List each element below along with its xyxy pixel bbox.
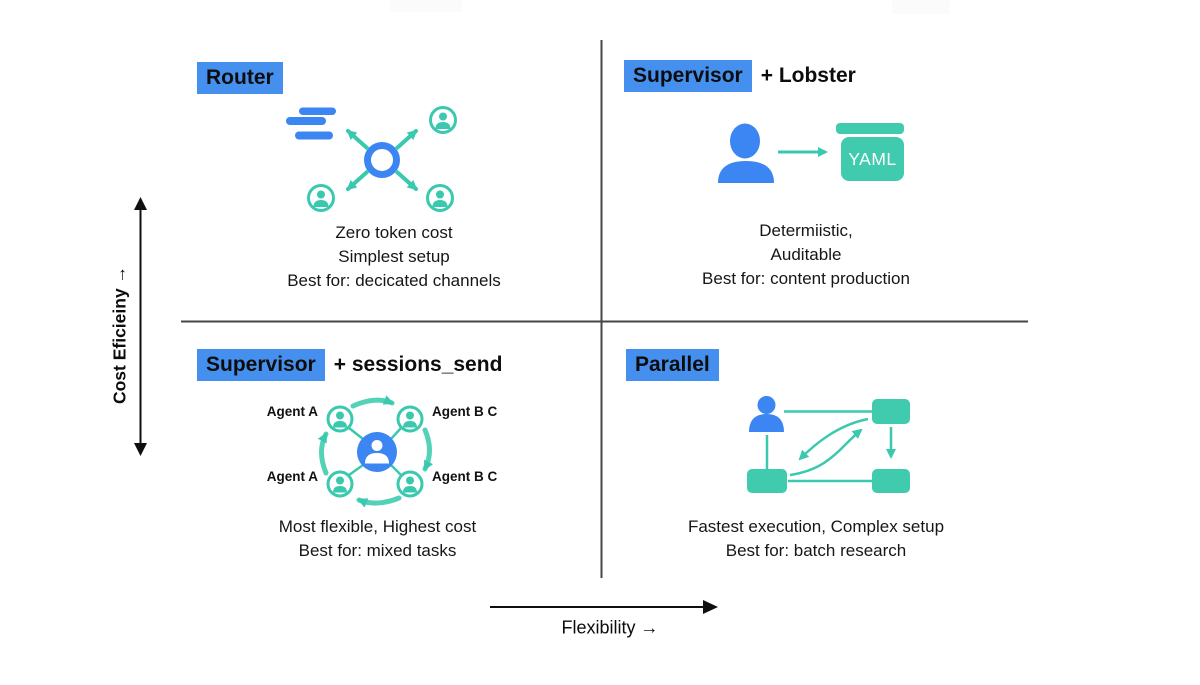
router-description: Zero token cost Simplest setup Best for:… <box>238 221 550 293</box>
y-axis-label: Cost Eficieiny → <box>109 265 130 405</box>
sessions-send-icon: Agent A Agent B C Agent A Agent B C <box>267 395 498 508</box>
agent-label-top-right: Agent B C <box>432 404 497 419</box>
top-artifact-left <box>390 0 462 12</box>
hub-spokes <box>348 427 402 477</box>
supervisor-sessions-description: Most flexible, Highest cost Best for: mi… <box>220 515 535 563</box>
yaml-label: YAML <box>848 149 896 169</box>
supervisor-title-highlight: Supervisor <box>624 60 752 92</box>
x-axis-label: Flexibility → <box>561 617 659 638</box>
router-icon <box>286 106 457 212</box>
supervisor-lobster-description: Determiistic, Auditable Best for: conten… <box>640 219 972 291</box>
cycle-arrows <box>317 395 434 508</box>
agent-labels: Agent A Agent B C Agent A Agent B C <box>267 404 498 484</box>
desc-line: Determiistic, <box>759 221 853 240</box>
task-box-icon <box>747 399 910 493</box>
parallel-icon <box>747 396 910 493</box>
desc-line: Best for: decicated channels <box>287 271 501 290</box>
supervisor-lobster-icon: YAML <box>718 123 904 183</box>
agent-label-top-left: Agent A <box>267 404 318 419</box>
supervisor-title-rest: + Lobster <box>760 64 856 87</box>
desc-line: Simplest setup <box>338 247 450 266</box>
router-title: Router <box>197 62 283 94</box>
top-artifact-right <box>892 0 950 14</box>
supervisor-lobster-title: Supervisor + Lobster <box>624 60 856 92</box>
supervisor-hub-icon <box>357 432 397 472</box>
desc-line: Best for: batch research <box>725 541 907 560</box>
desc-line: Zero token cost <box>335 223 453 242</box>
supervisor-title-rest: + sessions_send <box>333 353 503 376</box>
agent-label-bottom-left: Agent A <box>267 469 318 484</box>
person-icon <box>718 123 774 183</box>
desc-line: Most flexible, Highest cost <box>278 517 477 536</box>
agent-user-icon <box>307 106 457 212</box>
agent-user-icon <box>326 405 424 498</box>
desc-line: Best for: mixed tasks <box>298 541 457 560</box>
message-lines-icon <box>286 107 336 140</box>
y-axis-arrow <box>134 197 147 456</box>
agent-label-bottom-right: Agent B C <box>432 469 497 484</box>
yaml-jar-icon: YAML <box>836 123 904 181</box>
router-arrows <box>346 129 418 191</box>
parallel-title: Parallel <box>626 349 719 381</box>
router-hub-icon <box>364 142 400 178</box>
parallel-title-highlight: Parallel <box>626 349 719 381</box>
desc-line: Fastest execution, Complex setup <box>687 517 945 536</box>
parallel-description: Fastest execution, Complex setup Best fo… <box>650 515 982 563</box>
parallel-connectors <box>765 410 896 483</box>
router-title-highlight: Router <box>197 62 283 94</box>
supervisor-title-highlight: Supervisor <box>197 349 325 381</box>
x-axis-arrow <box>490 600 718 614</box>
supervisor-sessions-title: Supervisor + sessions_send <box>197 349 502 381</box>
person-icon <box>749 396 784 432</box>
desc-line: Best for: content production <box>702 269 910 288</box>
desc-line: Auditable <box>770 245 842 264</box>
